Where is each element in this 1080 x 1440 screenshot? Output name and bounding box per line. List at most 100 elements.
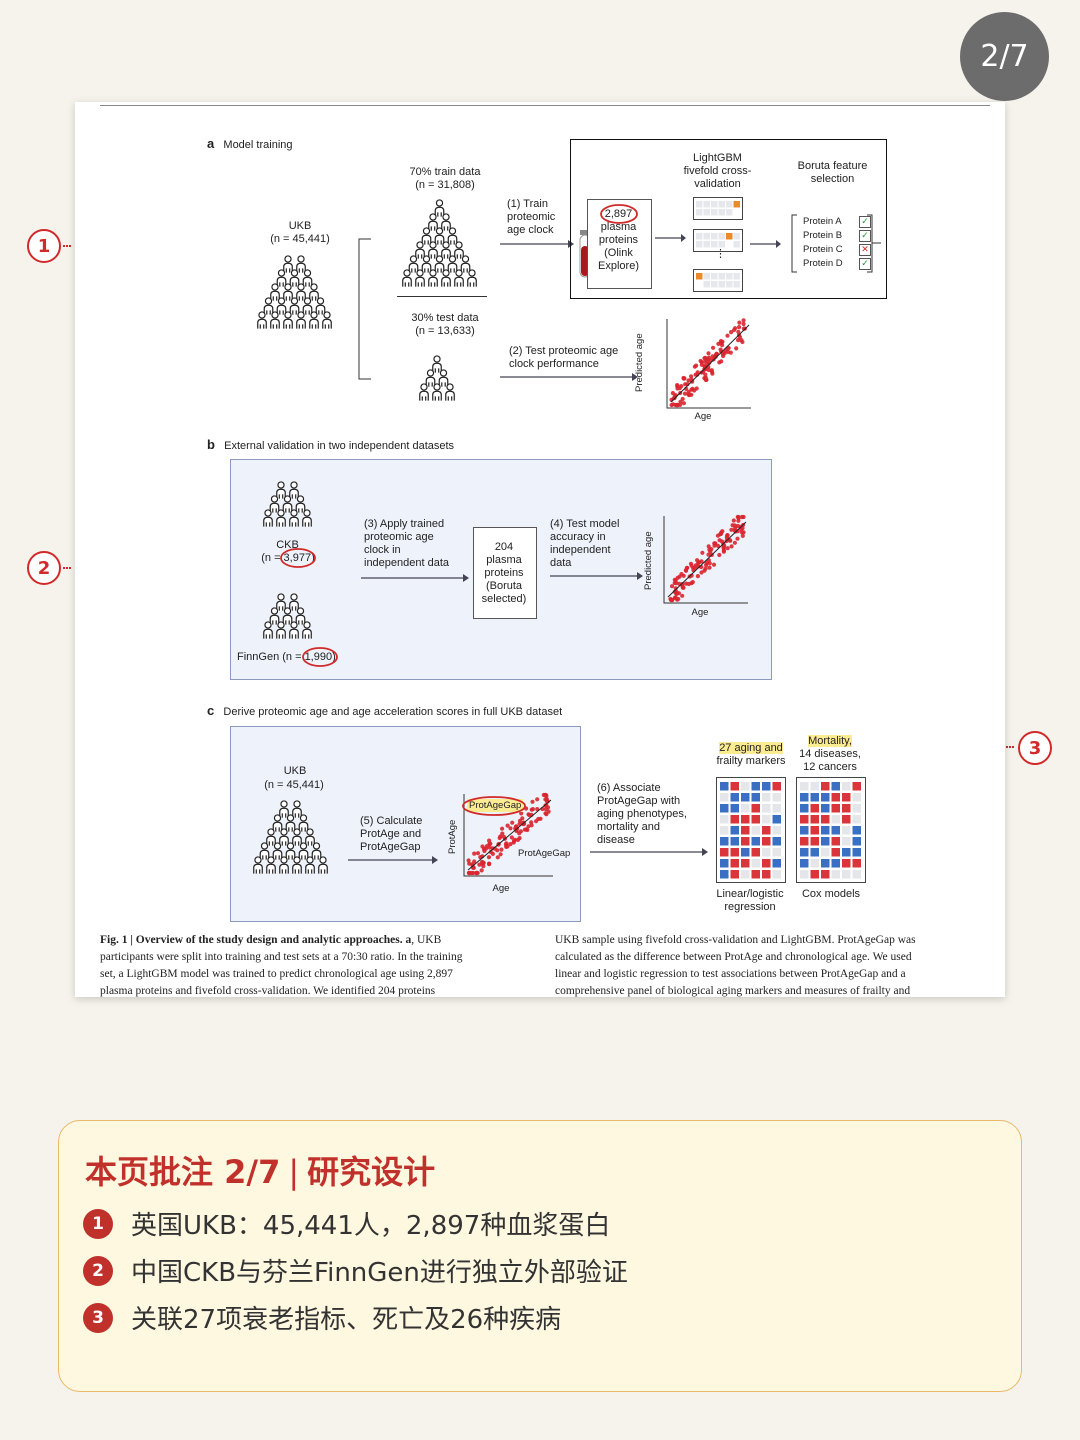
number-badge: 3	[83, 1302, 113, 1333]
cox-label: Cox models	[801, 888, 861, 900]
x-axis-label: Age	[492, 883, 510, 894]
people-icon-group	[261, 480, 321, 534]
ckb-label: CKB	[276, 539, 299, 551]
heatmap-regression	[716, 777, 786, 883]
arrow-icon	[550, 572, 643, 580]
annotation-item: 3 关联27项衰老指标、死亡及26种疾病	[83, 1299, 561, 1336]
arrow-icon	[655, 234, 686, 242]
y-axis-label: ProtAge	[447, 819, 458, 854]
check-icon: ✓	[859, 230, 871, 242]
train-label: 70% train data	[409, 166, 481, 178]
annotation-item: 1 英国UKB：45,441人，2,897种血浆蛋白	[83, 1205, 610, 1242]
ukb-label: UKB	[288, 220, 312, 232]
plasma-box	[587, 199, 652, 289]
protein-label: Protein B	[803, 230, 843, 241]
red-circle-highlight	[302, 647, 338, 667]
protein-list-bracket	[791, 214, 881, 273]
train-n: (n = 31,808)	[415, 179, 475, 191]
page-indicator: 2/7	[960, 12, 1049, 101]
x-axis-label: Age	[691, 607, 709, 618]
protein-label: Protein C	[803, 244, 843, 255]
mortality-label: Mortality,14 diseases,12 cancers	[799, 735, 861, 773]
header-rule	[100, 105, 990, 106]
caption-left: Fig. 1 | Overview of the study design an…	[100, 934, 463, 997]
marker-connector	[1006, 746, 1014, 748]
test-n: (n = 13,633)	[415, 325, 475, 337]
protein-item: Protein C ✕	[803, 244, 873, 256]
annotation-marker-1: 1	[27, 229, 61, 263]
arrow-icon	[348, 856, 438, 864]
arrow-icon	[750, 240, 781, 248]
people-icon-group	[251, 799, 337, 881]
protagegap-side-label: ProtAgeGap	[518, 848, 571, 859]
protein-label: Protein D	[803, 258, 843, 269]
panel-a-title: Model training	[223, 139, 293, 151]
annotation-item-text: 中国CKB与芬兰FinnGen进行独立外部验证	[131, 1258, 628, 1288]
panel-b-heading: b External validation in two independent…	[207, 438, 454, 453]
panel-a-letter: a	[207, 136, 215, 151]
panel-c-letter: c	[207, 703, 215, 718]
annotation-item: 2 中国CKB与芬兰FinnGen进行独立外部验证	[83, 1252, 628, 1289]
panel-c-heading: c Derive proteomic age and age accelerat…	[207, 704, 562, 719]
check-icon: ✓	[859, 258, 871, 270]
arrow-icon	[500, 373, 638, 381]
panel-a-heading: a Model training	[207, 137, 293, 152]
number-badge: 2	[83, 1255, 113, 1286]
y-axis-label: Predicted age	[634, 333, 645, 392]
x-axis-label: Age	[694, 411, 712, 422]
split-bracket	[358, 238, 371, 380]
ukb-n: (n = 45,441)	[264, 779, 324, 791]
red-circle-highlight	[462, 796, 526, 816]
ukb-label: UKB	[283, 765, 307, 777]
ckb-n: (n = 3,977)	[261, 552, 315, 564]
y-axis-label: Predicted age	[643, 531, 654, 590]
annotation-item-text: 关联27项衰老指标、死亡及26种疾病	[131, 1305, 562, 1335]
red-circle-highlight	[280, 548, 316, 568]
protein-item: Protein A ✓	[803, 216, 873, 228]
marker-connector	[63, 567, 71, 569]
people-icon-group	[417, 354, 464, 408]
heatmap-cox	[796, 777, 866, 883]
scatter-plot-c	[463, 792, 553, 877]
training-pipeline-box	[570, 139, 887, 299]
cross-icon: ✕	[859, 244, 871, 256]
finngen-label: FinnGen (n = 1,990)	[237, 651, 336, 663]
arrow-icon	[500, 240, 574, 248]
scatter-plot-a	[666, 318, 751, 409]
annotation-card: 本页批注 2/7|研究设计 1 英国UKB：45,441人，2,897种血浆蛋白…	[58, 1120, 1022, 1392]
people-icon-group	[400, 198, 486, 294]
scatter-plot-b	[663, 514, 748, 604]
caption-right: UKB sample using fivefold cross-validati…	[555, 934, 916, 997]
people-icon-group	[255, 254, 341, 336]
annotation-marker-2: 2	[27, 551, 61, 585]
annotation-title: 本页批注 2/7|研究设计	[85, 1153, 436, 1191]
feature-box	[473, 527, 537, 619]
panel-b-letter: b	[207, 437, 215, 452]
arrow-icon	[361, 574, 469, 582]
panel-b-title: External validation in two independent d…	[224, 440, 455, 452]
check-icon: ✓	[859, 216, 871, 228]
protagegap-highlight-label: ProtAgeGap	[467, 799, 524, 812]
annotation-item-text: 英国UKB：45,441人，2,897种血浆蛋白	[131, 1211, 611, 1241]
paper-figure: a Model training UKB (n = 45,441) 70% tr…	[75, 102, 1005, 997]
protein-item: Protein B ✓	[803, 230, 873, 242]
panel-c-title: Derive proteomic age and age acceleratio…	[223, 706, 563, 718]
ellipsis-dots: ⋮	[715, 248, 726, 260]
protein-item: Protein D ✓	[803, 258, 873, 270]
arrow-icon	[590, 848, 708, 856]
red-circle-highlight	[600, 204, 638, 224]
protein-label: Protein A	[803, 216, 842, 227]
number-badge: 1	[83, 1208, 113, 1239]
ukb-n: (n = 45,441)	[270, 233, 330, 245]
